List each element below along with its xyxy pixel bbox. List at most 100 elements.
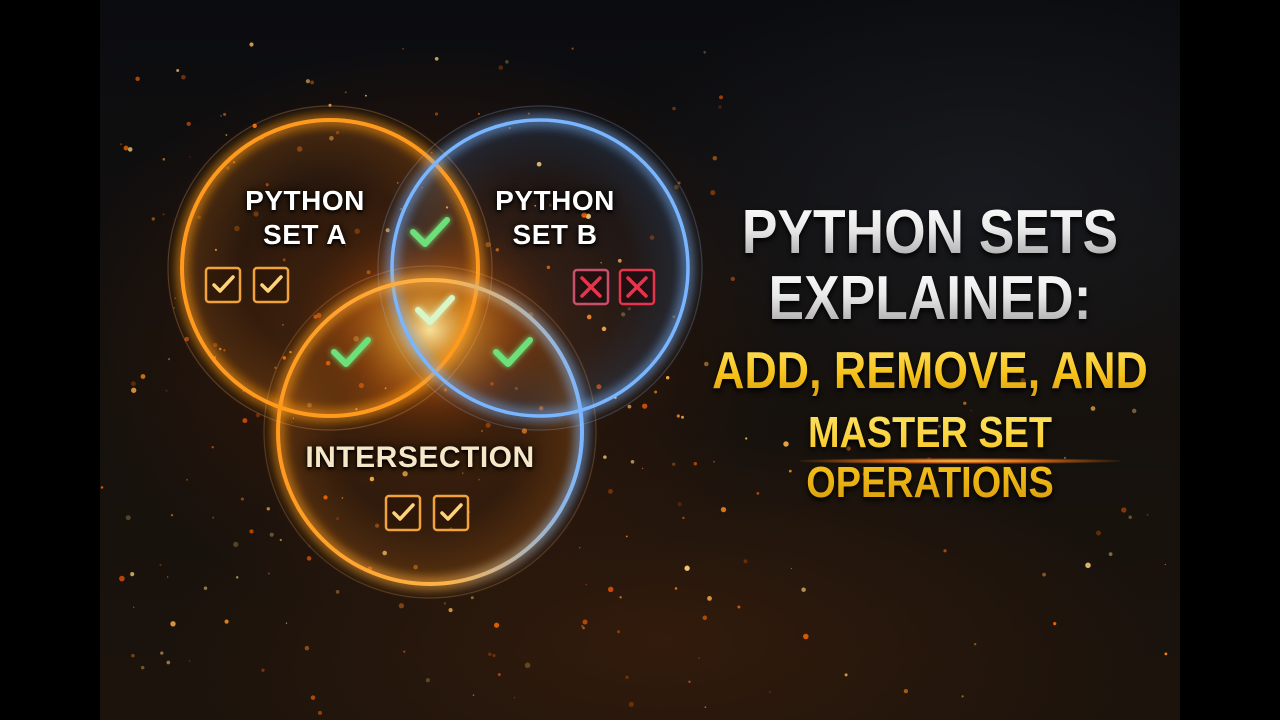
ember-particle	[703, 51, 706, 54]
ember-particle	[625, 675, 629, 679]
ember-particle	[710, 190, 716, 196]
ember-particle	[608, 488, 613, 494]
ember-particle	[167, 576, 169, 578]
set-c-circle	[276, 278, 584, 586]
ember-particle	[166, 660, 171, 665]
ember-particle	[1096, 530, 1101, 536]
ember-particle	[135, 76, 140, 82]
ember-particle	[448, 608, 453, 613]
ember-particle	[582, 619, 588, 625]
ember-particle	[494, 622, 500, 628]
ember-particle	[162, 158, 166, 161]
check-mark-icon	[410, 217, 450, 247]
ember-particle	[304, 645, 310, 651]
ember-particle	[938, 424, 941, 428]
ember-particle	[630, 460, 635, 464]
ember-particle	[963, 401, 967, 405]
ember-particle	[176, 68, 180, 73]
ember-particle	[672, 462, 676, 466]
ember-particle	[434, 112, 439, 116]
ember-particle	[674, 184, 679, 190]
ember-particle	[167, 357, 171, 361]
ember-particle	[654, 390, 658, 394]
ember-particle	[1090, 406, 1096, 411]
ember-particle	[903, 688, 909, 694]
ember-particle	[844, 673, 848, 677]
ember-particle	[203, 586, 208, 590]
ember-particle	[328, 103, 332, 107]
ember-particle	[627, 404, 632, 409]
ember-particle	[186, 121, 191, 127]
check-mark-icon	[493, 337, 533, 367]
ember-particle	[783, 441, 789, 447]
checkbox-icon	[432, 494, 470, 532]
ember-particle	[1128, 515, 1132, 519]
ember-particle	[756, 492, 760, 495]
ember-particle	[140, 374, 146, 379]
ember-particle	[364, 94, 367, 97]
ember-particle	[403, 650, 406, 653]
headline-line-2: EXPLAINED:	[698, 266, 1162, 332]
ember-particle	[713, 460, 715, 463]
ember-particle	[173, 307, 175, 309]
ember-particle	[580, 624, 584, 628]
set-b-crossboxes	[572, 268, 656, 306]
set-a-outer-ring	[167, 105, 493, 431]
ember-particle	[769, 691, 771, 693]
ember-particle	[119, 575, 125, 582]
ember-particle	[472, 694, 475, 696]
ember-particle	[220, 114, 223, 117]
ember-particle	[619, 596, 622, 599]
ember-particle	[310, 80, 315, 85]
set-b-circle	[390, 118, 690, 418]
ember-particle	[665, 375, 670, 380]
ember-particle	[1108, 552, 1113, 556]
check-mark-icon	[392, 503, 415, 521]
ember-particle	[211, 445, 214, 449]
ember-particle	[961, 695, 964, 698]
set-b-label: PYTHON SET B	[480, 184, 630, 252]
ember-particle	[737, 605, 741, 609]
ember-particle	[170, 621, 176, 627]
ember-particle	[498, 65, 504, 70]
checkbox-icon	[204, 266, 242, 304]
ember-particle	[151, 217, 155, 221]
ember-particle	[1042, 572, 1046, 577]
set-b-label-line2: SET B	[512, 219, 598, 250]
ember-particle	[443, 602, 447, 605]
ember-particle	[672, 106, 676, 111]
ember-particle	[585, 584, 587, 586]
ember-particle	[159, 563, 162, 567]
ember-particle	[130, 381, 136, 387]
ember-particle	[524, 662, 531, 669]
ember-particle	[249, 42, 254, 47]
ember-particle	[305, 79, 310, 84]
ember-particle	[266, 507, 270, 511]
ember-particle	[642, 403, 648, 409]
ember-particle	[123, 145, 129, 151]
set-a-circle	[180, 118, 480, 418]
ember-particle	[676, 414, 680, 418]
ember-particle	[712, 155, 718, 161]
ember-particle	[527, 112, 530, 115]
ember-particle	[943, 549, 947, 553]
ember-particle	[1085, 562, 1091, 569]
ember-particle	[131, 387, 137, 393]
venn-diagram	[100, 42, 1168, 715]
ember-particle	[130, 571, 135, 577]
ember-particle	[617, 630, 621, 634]
ember-particle	[702, 615, 708, 621]
ember-particle	[688, 680, 691, 683]
ember-particle	[160, 651, 164, 655]
check-mark-icon	[212, 275, 235, 293]
ember-particle	[252, 123, 257, 128]
ember-particle	[120, 143, 122, 146]
check-mark-icon	[440, 503, 463, 521]
ember-particle	[165, 389, 168, 392]
ember-particle	[677, 502, 682, 507]
intersection-checkboxes	[384, 494, 470, 532]
ember-particle	[1164, 563, 1166, 566]
ember-particle	[425, 678, 430, 683]
check-mark-icon	[260, 275, 283, 293]
ember-particle	[674, 587, 678, 590]
